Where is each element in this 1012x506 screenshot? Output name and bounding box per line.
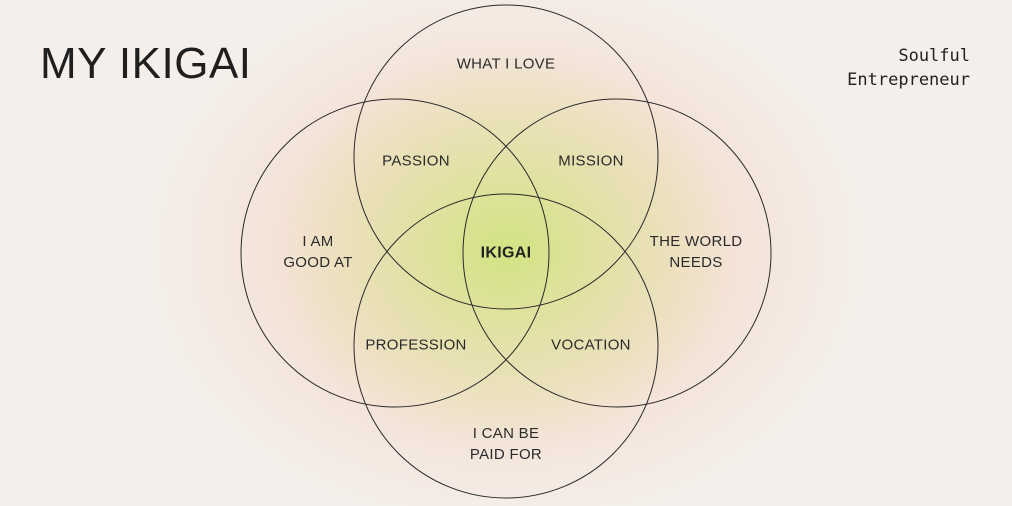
brand-line-1: Soulful: [898, 46, 970, 66]
brand-name: Soulful Entrepreneur: [847, 44, 970, 92]
circle-what-i-love: [353, 4, 659, 310]
label-ikigai: IKIGAI: [480, 244, 532, 262]
page-title: MY IKIGAI: [40, 39, 252, 88]
label-good-at: I AM GOOD AT: [283, 233, 353, 271]
label-what-i-love: WHAT I LOVE: [456, 55, 556, 73]
circle-paid-for: [353, 193, 659, 499]
label-vocation: VOCATION: [551, 336, 631, 354]
label-passion: PASSION: [382, 152, 450, 170]
label-profession: PROFESSION: [365, 336, 467, 354]
label-world-needs: THE WORLD NEEDS: [649, 233, 743, 271]
circle-good-at: [240, 98, 550, 408]
label-mission: MISSION: [558, 152, 624, 170]
label-paid-for: I CAN BE PAID FOR: [469, 425, 543, 463]
brand-line-2: Entrepreneur: [847, 70, 970, 90]
circle-world-needs: [462, 98, 772, 408]
